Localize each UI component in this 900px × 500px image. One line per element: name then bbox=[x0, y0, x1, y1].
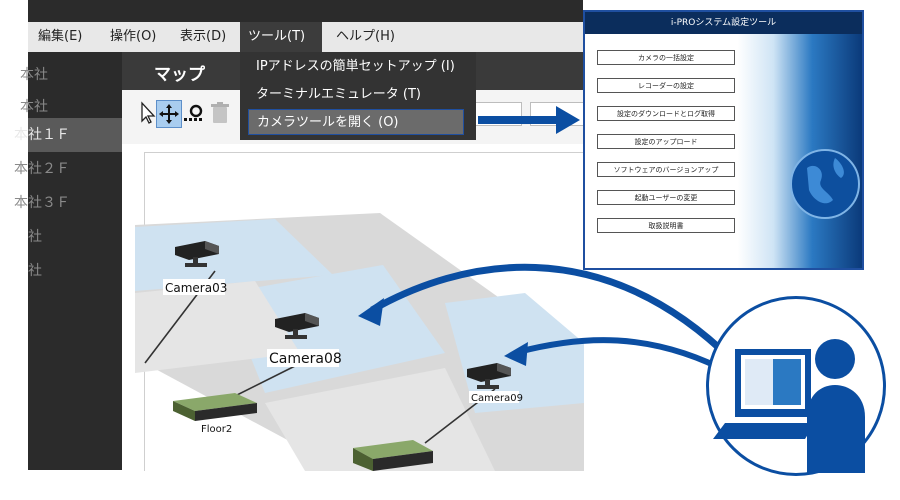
menu-item-open-camera-tool[interactable]: カメラツールを開く (O) bbox=[248, 109, 464, 135]
menu-edit[interactable]: 編集(E) bbox=[38, 29, 83, 44]
menu-bar: 編集(E) 操作(O) 表示(D) ツール(T) ヘルプ(H) bbox=[28, 22, 583, 52]
tools-dropdown-menu: IPアドレスの簡単セットアップ (I) ターミナルエミュレータ (T) カメラツ… bbox=[240, 52, 476, 140]
globe-icon bbox=[790, 149, 860, 219]
user-with-computer-icon bbox=[713, 339, 865, 473]
setting-tool-window: i-PROシステム設定ツール カメラの一括設定 レコーダーの設定 設定のダウンロ… bbox=[583, 10, 864, 270]
switch-lower bbox=[353, 440, 433, 471]
camera09-label: Camera09 bbox=[471, 393, 523, 404]
manual-button[interactable]: 取扱説明書 bbox=[597, 218, 735, 233]
sidebar-item-2f[interactable]: 本社２Ｆ bbox=[14, 161, 70, 177]
upload-settings-button[interactable]: 設定のアップロード bbox=[597, 134, 735, 149]
sidebar-item-honsha[interactable]: 本社 bbox=[20, 67, 48, 83]
sidebar-item-honsha-2[interactable]: 本社 bbox=[20, 99, 48, 115]
move-arrows-icon bbox=[159, 104, 179, 124]
menu-view[interactable]: 表示(D) bbox=[180, 29, 227, 44]
sidebar-item-sha[interactable]: 社 bbox=[28, 229, 42, 245]
move-tool-button[interactable] bbox=[156, 100, 182, 128]
menu-item-terminal-emulator[interactable]: ターミナルエミュレータ (T) bbox=[256, 87, 421, 102]
camera08-label: Camera08 bbox=[269, 351, 342, 367]
menu-help[interactable]: ヘルプ(H) bbox=[336, 29, 395, 44]
trash-icon[interactable] bbox=[208, 100, 232, 126]
page-title: マップ bbox=[154, 65, 205, 85]
sidebar-item-1f[interactable]: 本社１Ｆ bbox=[14, 118, 122, 152]
tool-window-title: i-PROシステム設定ツール bbox=[585, 12, 862, 34]
sidebar-item-3f[interactable]: 本社３Ｆ bbox=[14, 195, 70, 211]
user-pc-illustration bbox=[706, 296, 886, 476]
sidebar: 本社 本社 本社１Ｆ 本社２Ｆ 本社３Ｆ 社 社 bbox=[14, 52, 122, 470]
sidebar-item-sha-2[interactable]: 社 bbox=[28, 263, 42, 279]
switch-floor2 bbox=[173, 393, 257, 421]
add-device-icon[interactable] bbox=[182, 100, 206, 126]
tool-window-body: カメラの一括設定 レコーダーの設定 設定のダウンロードとログ取得 設定のアップロ… bbox=[585, 34, 862, 268]
camera03-label: Camera03 bbox=[165, 281, 227, 295]
menu-operation[interactable]: 操作(O) bbox=[110, 29, 157, 44]
floor2-label: Floor2 bbox=[201, 424, 232, 435]
batch-camera-setting-button[interactable]: カメラの一括設定 bbox=[597, 50, 735, 65]
download-settings-button[interactable]: 設定のダウンロードとログ取得 bbox=[597, 106, 735, 121]
recorder-setting-button[interactable]: レコーダーの設定 bbox=[597, 78, 735, 93]
pointer-icon[interactable] bbox=[136, 100, 160, 126]
software-update-button[interactable]: ソフトウェアのバージョンアップ bbox=[597, 162, 735, 177]
menu-tools[interactable]: ツール(T) bbox=[240, 22, 322, 52]
change-startup-user-button[interactable]: 起動ユーザーの変更 bbox=[597, 190, 735, 205]
menu-item-ip-setup[interactable]: IPアドレスの簡単セットアップ (I) bbox=[256, 59, 455, 74]
